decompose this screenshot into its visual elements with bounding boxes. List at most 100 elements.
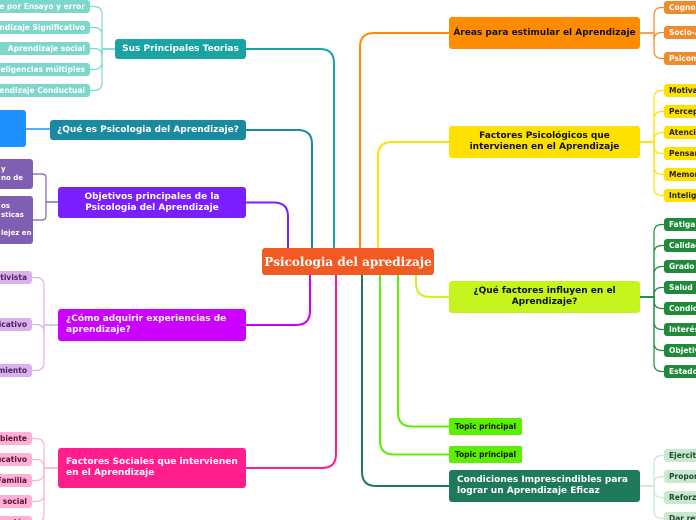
left-teorias-item-1-label: Aprendizaje Significativo [0, 23, 85, 32]
left-como-item-1[interactable]: nificativo [0, 318, 32, 331]
right-psicologicos-item-4[interactable]: Memor [664, 168, 696, 181]
right-influyen-item-7-label: Estado [669, 367, 696, 376]
que-es-item-0[interactable] [0, 110, 26, 147]
connector-line [639, 6, 665, 34]
right-influyen-item-4-label: Condic [669, 304, 696, 313]
left-sociales-item-4-label: nicación [0, 518, 27, 520]
connector-line [41, 467, 59, 520]
left-teorias-item-4[interactable]: Aprendizaje Conductual [0, 84, 90, 97]
left-como-node-label: ¿Cómo adquirir experiencias de aprendiza… [66, 314, 227, 335]
right-influyen-item-1-label: Calidad [669, 241, 696, 250]
left-teorias-item-2[interactable]: Aprendizaje social [0, 42, 90, 55]
right-influyen-item-5[interactable]: Interés [664, 323, 696, 336]
connector-line [31, 324, 59, 372]
right-areas-node-label: Áreas para estimular el Aprendizaje [453, 27, 636, 38]
right-topic1-node[interactable]: Topic principal [449, 418, 522, 435]
left-teorias-node[interactable]: Sus Principales Teorias [115, 39, 246, 59]
right-topic2-node[interactable]: Topic principal [449, 446, 522, 463]
right-psicologicos-item-5[interactable]: Intelige [664, 189, 696, 202]
right-influyen-item-1[interactable]: Calidad [664, 239, 696, 252]
right-condiciones-item-1-label: Propor [669, 472, 696, 481]
connector-line [361, 274, 450, 487]
right-influyen-node[interactable]: ¿Qué factores influyen en el Aprendizaje… [449, 281, 640, 313]
left-teorias-item-0-label: Aprendizaje por Ensayo y error [0, 2, 85, 11]
connector-line [89, 48, 116, 92]
right-influyen-item-3[interactable]: Salud [664, 281, 696, 294]
connector-line [245, 129, 313, 249]
right-areas-item-2[interactable]: Psicom [664, 52, 696, 65]
left-sociales-item-2[interactable]: Familia [0, 474, 32, 487]
right-areas-item-0[interactable]: Cognos [664, 1, 696, 14]
connector-line [245, 48, 335, 249]
connector-line [89, 26, 116, 50]
right-condiciones-item-3[interactable]: Dar ret [664, 512, 696, 520]
connector-line [31, 467, 59, 503]
left-objetivos-node[interactable]: Objetivos principales de la Psicologia d… [58, 187, 246, 218]
right-topic2-node-label: Topic principal [454, 450, 517, 459]
left-como-node[interactable]: ¿Cómo adquirir experiencias de aprendiza… [58, 309, 246, 341]
right-influyen-item-7[interactable]: Estado [664, 365, 696, 378]
left-sociales-node-label: Factores Sociales que intervienen en el … [66, 457, 238, 478]
left-como-item-0-label: ctivista [0, 273, 27, 282]
right-influyen-item-6[interactable]: Objetiv [664, 344, 696, 357]
right-psicologicos-node[interactable]: Factores Psicológicos que intervienen en… [449, 126, 640, 158]
right-psicologicos-item-3-label: Pensam [669, 149, 696, 158]
connector-line [639, 141, 665, 155]
connector-line [31, 458, 59, 469]
right-psicologicos-item-2-label: Atenció [669, 128, 696, 137]
right-areas-node[interactable]: Áreas para estimular el Aprendizaje [449, 17, 640, 49]
connector-line [639, 141, 665, 176]
right-psicologicos-item-3[interactable]: Pensam [664, 147, 696, 160]
left-como-item-0[interactable]: ctivista [0, 271, 32, 284]
connector-line [639, 286, 665, 298]
right-condiciones-item-2[interactable]: Reforza [664, 491, 696, 504]
connector-line [397, 274, 450, 428]
right-areas-item-0-label: Cognos [669, 3, 696, 12]
objetivos-item-0-label: y no de [1, 165, 23, 182]
connector-line [639, 89, 665, 143]
left-que-es-node[interactable]: ¿Qué es Psicologia del Aprendizaje? [50, 120, 246, 140]
left-sociales-item-0[interactable]: mbiente [0, 432, 32, 445]
right-areas-item-1[interactable]: Socio-A [664, 26, 696, 39]
connector-line [31, 323, 59, 333]
left-sociales-item-4[interactable]: nicación [0, 516, 32, 520]
right-influyen-item-5-label: Interés [669, 325, 696, 334]
objetivos-item-1-label: os sticas lejez en [1, 202, 32, 237]
left-como-item-2[interactable]: imiento [0, 364, 32, 377]
connector-line [377, 141, 450, 249]
connector-line [639, 265, 665, 298]
right-topic1-node-label: Topic principal [454, 422, 517, 431]
connector-line [639, 141, 665, 197]
objetivos-item-0[interactable]: y no de [0, 159, 33, 189]
left-sociales-item-1[interactable]: ducativo [0, 453, 32, 466]
left-sociales-node[interactable]: Factores Sociales que intervienen en el … [58, 448, 246, 488]
root-topic[interactable]: Psicologia del apredizaje [262, 248, 434, 275]
right-psicologicos-item-1[interactable]: Percep [664, 105, 696, 118]
right-influyen-item-2[interactable]: Grado d [664, 260, 696, 273]
connector-line [245, 274, 311, 326]
objetivos-item-1[interactable]: os sticas lejez en [0, 196, 33, 244]
left-objetivos-node-label: Objetivos principales de la Psicologia d… [84, 191, 220, 213]
connector-line [639, 454, 665, 487]
right-condiciones-node[interactable]: Condiciones Imprescindibles para lograr … [449, 470, 640, 502]
right-psicologicos-item-2[interactable]: Atenció [664, 126, 696, 139]
right-influyen-node-label: ¿Qué factores influyen en el Aprendizaje… [473, 286, 616, 307]
left-teorias-item-3[interactable]: Inteligencias múltiples [0, 63, 90, 76]
right-influyen-item-3-label: Salud [669, 283, 693, 292]
right-influyen-item-0[interactable]: Fatiga [664, 218, 696, 231]
left-sociales-item-3[interactable]: ia social [0, 495, 32, 508]
connector-line [639, 296, 665, 352]
right-influyen-item-4[interactable]: Condic [664, 302, 696, 315]
right-condiciones-item-1[interactable]: Propor [664, 470, 696, 483]
root-topic-label: Psicologia del apredizaje [264, 254, 432, 269]
left-teorias-item-1[interactable]: Aprendizaje Significativo [0, 21, 90, 34]
right-condiciones-item-0[interactable]: Ejercita [664, 449, 696, 462]
connector-line [639, 131, 665, 143]
right-condiciones-item-3-label: Dar ret [669, 514, 696, 520]
right-condiciones-item-0-label: Ejercita [669, 451, 696, 460]
left-teorias-item-0[interactable]: Aprendizaje por Ensayo y error [0, 0, 90, 13]
connector-line [89, 5, 116, 50]
right-psicologicos-item-0[interactable]: Motivac [664, 84, 696, 97]
